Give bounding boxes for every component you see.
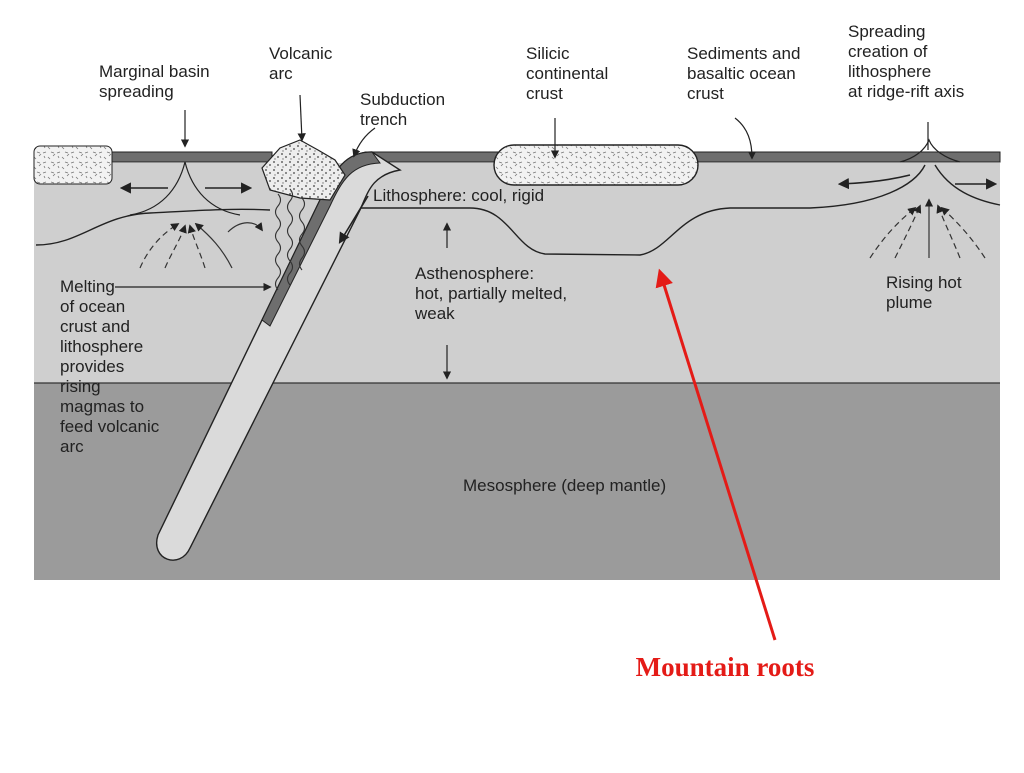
magma-path-3 bbox=[298, 197, 306, 271]
lithosphere-base-left bbox=[35, 208, 271, 246]
label-sediments: Sediments and basaltic ocean crust bbox=[687, 44, 801, 103]
slab-crust bbox=[261, 151, 381, 327]
arrow-basin-up-1 bbox=[139, 223, 180, 269]
arrow-basin-up-2 bbox=[164, 224, 187, 269]
label-melting: Melting of ocean crust and lithosphere p… bbox=[60, 277, 160, 456]
magma-path-2 bbox=[286, 188, 294, 286]
label-mesosphere: Mesosphere (deep mantle) bbox=[463, 476, 667, 495]
mountain-roots-callout: Mountain roots bbox=[635, 652, 815, 682]
asthenosphere-layer bbox=[34, 163, 1000, 383]
label-volcanic-arc: Volcanic arc bbox=[269, 44, 333, 83]
arrow-basin-up-4 bbox=[194, 222, 233, 269]
label-asthenosphere: Asthenosphere: hot, partially melted, we… bbox=[415, 264, 568, 323]
marginal-basin-ridge bbox=[129, 161, 241, 216]
label-subduction-trench: Subduction trench bbox=[360, 90, 446, 129]
label-silicic-crust: Silicic continental crust bbox=[526, 44, 609, 103]
arrow-arc-pointer bbox=[297, 94, 306, 142]
arrow-ridge-left bbox=[837, 174, 911, 190]
arrow-sediments-pointer bbox=[734, 117, 757, 160]
label-spreading: Spreading creation of lithosphere at rid… bbox=[848, 22, 965, 101]
label-rising-plume: Rising hot plume bbox=[886, 273, 962, 312]
arrow-slab-motion bbox=[338, 195, 369, 244]
plume-arrow-4 bbox=[936, 204, 961, 259]
volcanic-arc-mass bbox=[261, 139, 346, 201]
arrow-basin-curl bbox=[227, 222, 263, 233]
magma-path-1 bbox=[274, 193, 282, 291]
plume-arrow-2 bbox=[894, 204, 922, 259]
arrow-basin-up-3 bbox=[187, 224, 206, 269]
mountain-roots-arrow bbox=[655, 268, 777, 641]
label-lithosphere: Lithosphere: cool, rigid bbox=[373, 186, 545, 205]
arrow-trench-pointer bbox=[352, 127, 376, 158]
label-marginal-basin: Marginal basin spreading bbox=[99, 62, 210, 101]
plume-arrow-5 bbox=[940, 206, 986, 259]
marginal-basin-crust bbox=[33, 145, 113, 185]
continental-crust bbox=[493, 144, 699, 186]
lithosphere-base-right bbox=[360, 164, 926, 256]
ridge-peak bbox=[899, 138, 961, 163]
plume-arrow-1 bbox=[869, 206, 917, 259]
lithosphere-base-ridge-right bbox=[934, 164, 1001, 206]
